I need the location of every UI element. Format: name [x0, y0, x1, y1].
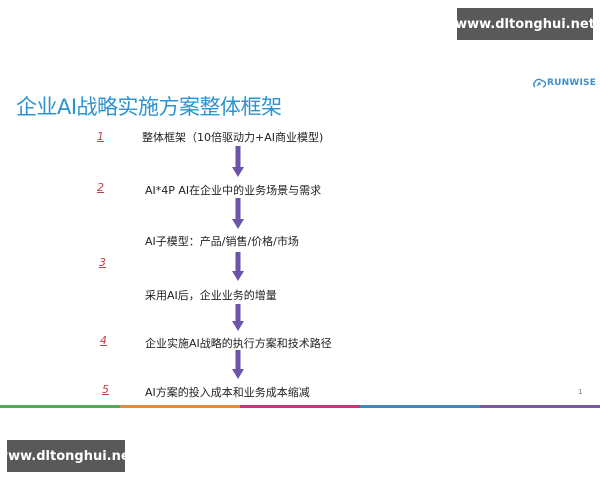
- step-text-2: AI*4P AI在企业中的业务场景与需求: [145, 184, 322, 197]
- down-arrow-icon: [232, 252, 244, 281]
- page-title: 企业AI战略实施方案整体框架: [16, 95, 282, 119]
- color-segment-magenta: [240, 405, 360, 408]
- down-arrow-icon: [232, 350, 244, 379]
- watermark-top: www.dltonghui.net: [455, 8, 595, 40]
- logo-text: RUNWISE: [547, 78, 597, 88]
- step-text-4: 企业实施AI战略的执行方案和技术路径: [145, 337, 332, 350]
- step-number-2: 2: [97, 181, 104, 194]
- color-segment-purple: [480, 405, 600, 408]
- runwise-logo: RUNWISE: [532, 78, 596, 88]
- page-number: 1: [578, 388, 583, 396]
- step-text-5: AI方案的投入成本和业务成本缩减: [145, 386, 310, 399]
- color-segment-green: [0, 405, 120, 408]
- down-arrow-icon: [232, 146, 244, 177]
- cloud-arrow-icon: [533, 78, 546, 88]
- step-number-5: 5: [102, 383, 109, 396]
- step-number-4: 4: [100, 334, 107, 347]
- step-text-1: 整体框架（10倍驱动力+AI商业模型): [142, 131, 324, 144]
- color-segment-orange: [120, 405, 240, 408]
- footer-color-bar: [0, 405, 600, 408]
- watermark-bottom: www.dltonghui.net: [0, 440, 136, 472]
- step-number-3: 3: [99, 256, 106, 269]
- step-number-1: 1: [97, 130, 104, 143]
- color-segment-blue: [360, 405, 480, 408]
- down-arrow-icon: [232, 304, 244, 331]
- step-text-3: 采用AI后，企业业务的增量: [145, 289, 277, 302]
- step-text-submodel: AI子模型：产品/销售/价格/市场: [145, 235, 299, 248]
- down-arrow-icon: [232, 198, 244, 229]
